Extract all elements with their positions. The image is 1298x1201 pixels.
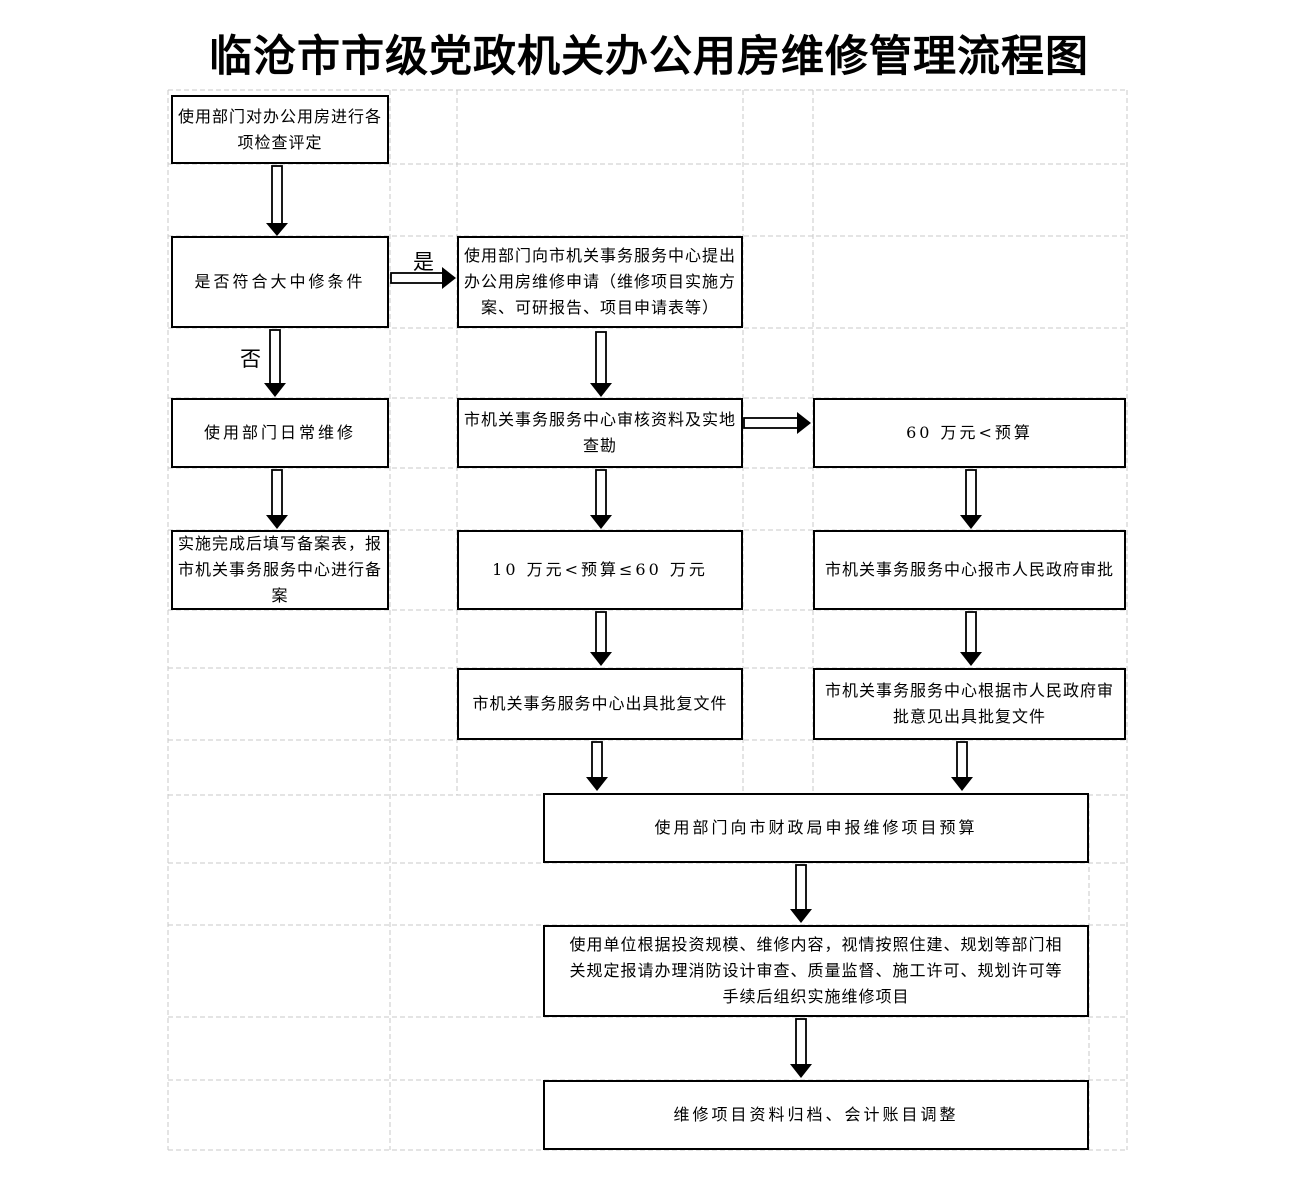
node-declare-budget: 使用部门向市财政局申报维修项目预算 [543,793,1089,863]
arrow-review-to-between [590,469,612,529]
arrow-inspect-to-decision [266,165,288,236]
page-title: 临沧市市级党政机关办公用房维修管理流程图 [209,32,1089,82]
node-review: 市机关事务服务中心审核资料及实地查勘 [457,398,743,468]
arrow-daily-repair-to-filing [266,469,288,529]
arrow-apply-to-review [590,331,612,397]
node-decision: 是否符合大中修条件 [171,236,389,328]
arrow-approval-to-budget [951,741,973,791]
arrow-report-govt-to-approval [960,611,982,666]
arrow-between-to-issue-approval [590,611,612,666]
node-issue-approval: 市机关事务服务中心出具批复文件 [457,668,743,740]
arrow-over-60w-to-report-govt [960,469,982,529]
node-filing: 实施完成后填写备案表，报市机关事务服务中心进行备案 [171,530,389,610]
arrow-issue-approval-to-budget [586,741,608,791]
node-inspect: 使用部门对办公用房进行各项检查评定 [171,95,389,164]
arrow-review-to-over-60w [743,412,811,434]
node-approval-per-govt: 市机关事务服务中心根据市人民政府审批意见出具批复文件 [813,668,1126,740]
node-between-10-60w: 10 万元<预算≤60 万元 [457,530,743,610]
arrow-decision-to-apply [390,267,456,289]
arrow-decision-to-daily-repair [264,329,286,397]
node-implement: 使用单位根据投资规模、维修内容，视情按照住建、规划等部门相关规定报请办理消防设计… [543,925,1089,1017]
node-report-govt: 市机关事务服务中心报市人民政府审批 [813,530,1126,610]
arrow-budget-to-implement [790,864,812,923]
branch-label-yes: 是 [413,250,434,274]
node-daily-repair: 使用部门日常维修 [171,398,389,468]
node-archive: 维修项目资料归档、会计账目调整 [543,1080,1089,1150]
arrow-implement-to-archive [790,1018,812,1078]
node-over-60w: 60 万元<预算 [813,398,1126,468]
node-apply: 使用部门向市机关事务服务中心提出办公用房维修申请（维修项目实施方案、可研报告、项… [457,236,743,328]
branch-label-no: 否 [240,347,261,371]
